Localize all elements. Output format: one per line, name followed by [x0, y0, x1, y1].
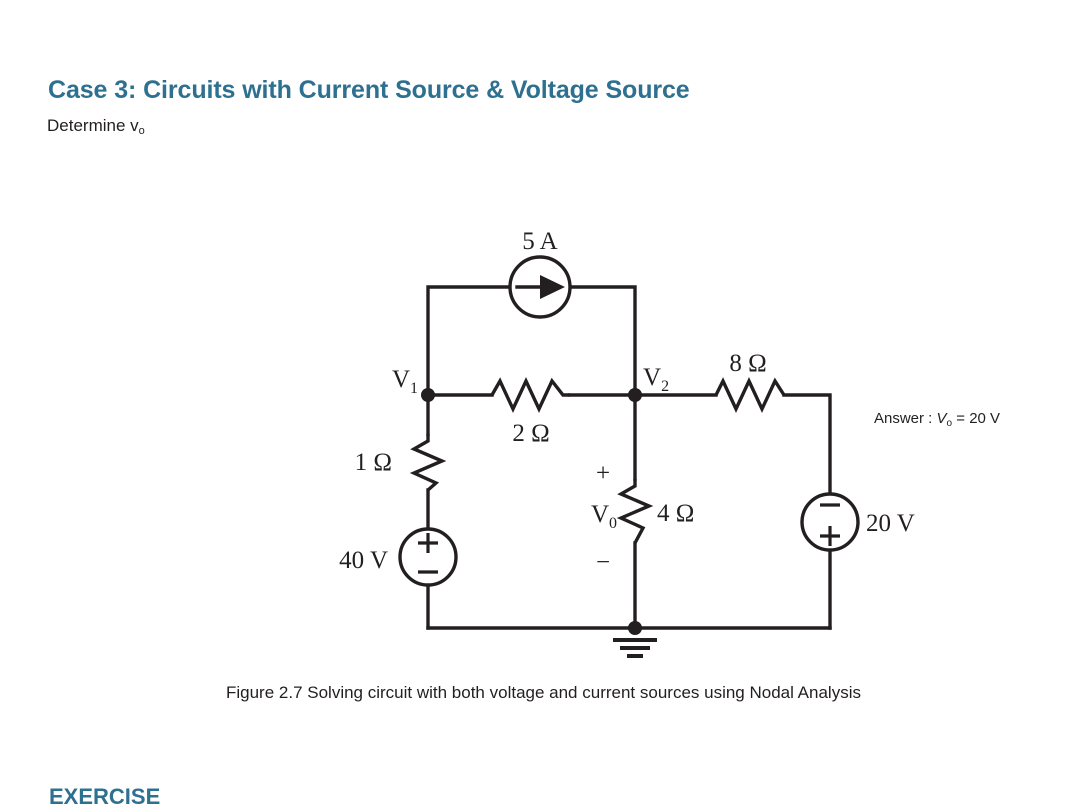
wire-r8-to-source20: [782, 393, 832, 496]
node-dot-ground: [628, 621, 642, 635]
resistor-2ohm-label: 2 Ω: [512, 420, 549, 447]
answer-note: Answer : Vo = 20 V: [874, 410, 1001, 429]
voltage-source-40v-label: 40 V: [339, 547, 388, 574]
vo-label: V0: [591, 501, 617, 532]
vo-label-text: V: [591, 501, 609, 528]
wire-v1-to-current-source: [426, 285, 512, 397]
resistor-1ohm-label: 1 Ω: [355, 449, 392, 476]
page-subtitle: Determine vo: [47, 116, 145, 137]
node-label-v1-text: V: [392, 366, 410, 393]
subtitle-text: Determine v: [47, 116, 139, 135]
node-label-v2-text: V: [643, 364, 661, 391]
next-section-heading: EXERCISE: [49, 784, 161, 809]
vo-minus-sign: −: [596, 549, 610, 576]
voltage-source-20v-body: [800, 492, 860, 552]
resistor-4ohm-label: 4 Ω: [657, 500, 694, 527]
current-source-arrow-head: [540, 275, 565, 299]
page-title: Case 3: Circuits with Current Source & V…: [48, 76, 690, 104]
answer-prefix: Answer :: [874, 410, 937, 427]
node-dot-v2: [628, 388, 642, 402]
vo-plus-sign: +: [596, 460, 610, 487]
resistor-8ohm-symbol: [714, 376, 786, 414]
current-source-label: 5 A: [522, 228, 557, 255]
subtitle-subscript: o: [138, 125, 145, 137]
voltage-source-40v-body: [398, 527, 458, 587]
vo-label-sub: 0: [609, 515, 617, 532]
answer-value: = 20 V: [952, 410, 1001, 427]
node-label-v1: V1: [392, 366, 418, 397]
node-label-v2-sub: 2: [661, 378, 669, 395]
node-label-v2: V2: [643, 364, 669, 395]
answer-symbol-sub: o: [946, 418, 953, 429]
node-label-v1-sub: 1: [410, 380, 418, 397]
resistor-8ohm-label: 8 Ω: [729, 350, 766, 377]
resistor-4ohm-symbol: [616, 479, 654, 544]
voltage-source-20v-label: 20 V: [866, 510, 915, 537]
node-dot-v1: [421, 388, 435, 402]
resistor-1ohm-symbol: [409, 434, 447, 492]
wire-current-source-to-v2: [568, 285, 637, 397]
figure-caption: Figure 2.7 Solving circuit with both vol…: [225, 683, 861, 702]
resistor-2ohm-symbol: [490, 376, 570, 414]
answer-symbol: V: [936, 410, 947, 427]
